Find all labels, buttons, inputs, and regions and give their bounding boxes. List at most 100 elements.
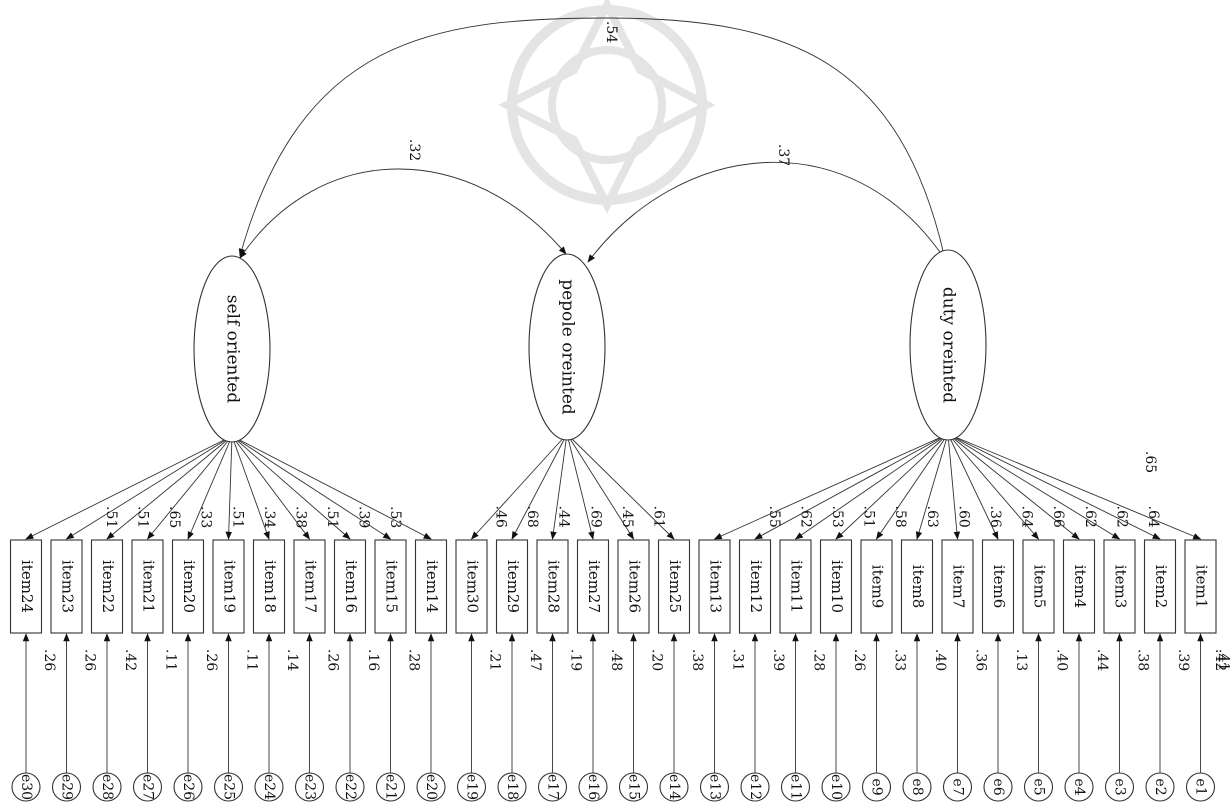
indicator-label: item20 [180,560,198,613]
indicator-item16: item16 [335,540,366,633]
error-label: e6 [990,778,1006,795]
indicator-item19: item19 [213,540,244,633]
factor-label: self oriented [223,295,243,404]
indicator-item22: item22 [92,540,123,633]
indicator-item21: item21 [132,540,163,633]
r-squared-label: .40 [1054,649,1070,671]
error-label: e22 [342,774,358,800]
indicator-item15: item15 [375,540,406,633]
loading-label: .45 [619,506,635,528]
error-e26: e26 [174,773,202,801]
loading-label: .62 [797,506,813,528]
indicator-item30: item30 [456,540,487,633]
error-label: e23 [302,774,318,800]
error-label: e18 [504,774,520,800]
error-label: e14 [666,774,682,800]
indicator-label: item28 [545,560,563,613]
indicator-label: item17 [302,560,320,613]
indicator-label: item18 [261,560,279,613]
error-label: e4 [1071,778,1087,795]
error-label: e2 [1152,778,1168,795]
loading-label: .34 [261,506,277,528]
indicator-label: item6 [990,565,1008,608]
r-squared-label: .44 [1094,649,1110,671]
indicator-item6: item6 [983,540,1014,633]
error-label: e13 [707,774,723,800]
error-e17: e17 [539,773,567,801]
factor-people: pepole oreinted [529,254,605,440]
error-label: e25 [221,774,237,800]
loading-label: .61 [650,506,666,528]
error-label: e29 [59,774,75,800]
error-e4: e4 [1065,773,1093,801]
indicator-item12: item12 [740,540,771,633]
loading-label: .68 [524,506,540,528]
r-squared-label: .26 [203,649,219,671]
loading-label: .65 [166,506,182,528]
loading-label: .55 [766,506,782,528]
indicator-label: item30 [464,560,482,613]
error-e8: e8 [903,773,931,801]
r-squared-label: .38 [1135,649,1151,671]
error-e30: e30 [12,773,40,801]
loading-label: .51 [103,506,119,528]
r-squared-label: .28 [811,649,827,671]
r-squared-label: .47 [527,649,543,671]
indicator-item26: item26 [618,540,649,633]
r-squared-label: .19 [568,649,584,671]
error-label: e9 [869,778,885,795]
error-e28: e28 [93,773,121,801]
indicator-item4: item4 [1064,540,1095,633]
error-label: e12 [747,774,763,800]
indicator-label: item29 [504,560,522,613]
error-label: e30 [18,774,34,800]
error-label: e3 [1112,778,1128,795]
indicator-item8: item8 [902,540,933,633]
loading-label: .51 [324,506,340,528]
error-label: e1 [1193,778,1209,795]
r-squared-label: .20 [649,649,665,671]
indicator-item25: item25 [659,540,690,633]
loading-label: .60 [955,506,971,528]
indicator-label: item10 [828,560,846,613]
indicator-item11: item11 [780,540,811,633]
r-squared-label: .14 [284,649,300,671]
indicator-item13: item13 [699,540,730,633]
indicator-label: item27 [585,560,603,613]
loading-arrow [948,434,1201,539]
error-label: e21 [383,774,399,800]
r-squared-label: .40 [932,649,948,671]
r-squared-label: .39 [1175,649,1191,671]
loading-label: .51 [135,506,151,528]
indicator-item1: item1 [1185,540,1216,633]
r-squared-label: .21 [487,649,503,671]
error-label: e20 [423,774,439,800]
loading-label: .62 [1113,506,1129,528]
loading-label: .66 [1050,506,1066,528]
error-label: e10 [828,774,844,800]
error-e25: e25 [215,773,243,801]
indicator-item5: item5 [1023,540,1054,633]
error-e7: e7 [944,773,972,801]
error-label: e17 [545,774,561,800]
error-label: e24 [261,774,277,800]
error-e19: e19 [458,773,486,801]
indicator-label: item11 [788,560,806,613]
indicator-label: item12 [747,560,765,613]
indicator-label: item23 [59,560,77,613]
error-e11: e11 [782,773,810,801]
r-squared-label: .26 [82,649,98,671]
correlation-label: .32 [406,139,422,161]
r-squared-label: .36 [973,649,989,671]
indicator-label: item14 [423,560,441,613]
r-squared-label: .39 [770,649,786,671]
indicator-label: item4 [1071,565,1089,608]
error-e18: e18 [498,773,526,801]
loading-label: .58 [892,506,908,528]
loading-label: .33 [198,506,214,528]
error-e12: e12 [741,773,769,801]
loading-arrow [148,436,233,539]
loading-label: .46 [493,506,509,528]
